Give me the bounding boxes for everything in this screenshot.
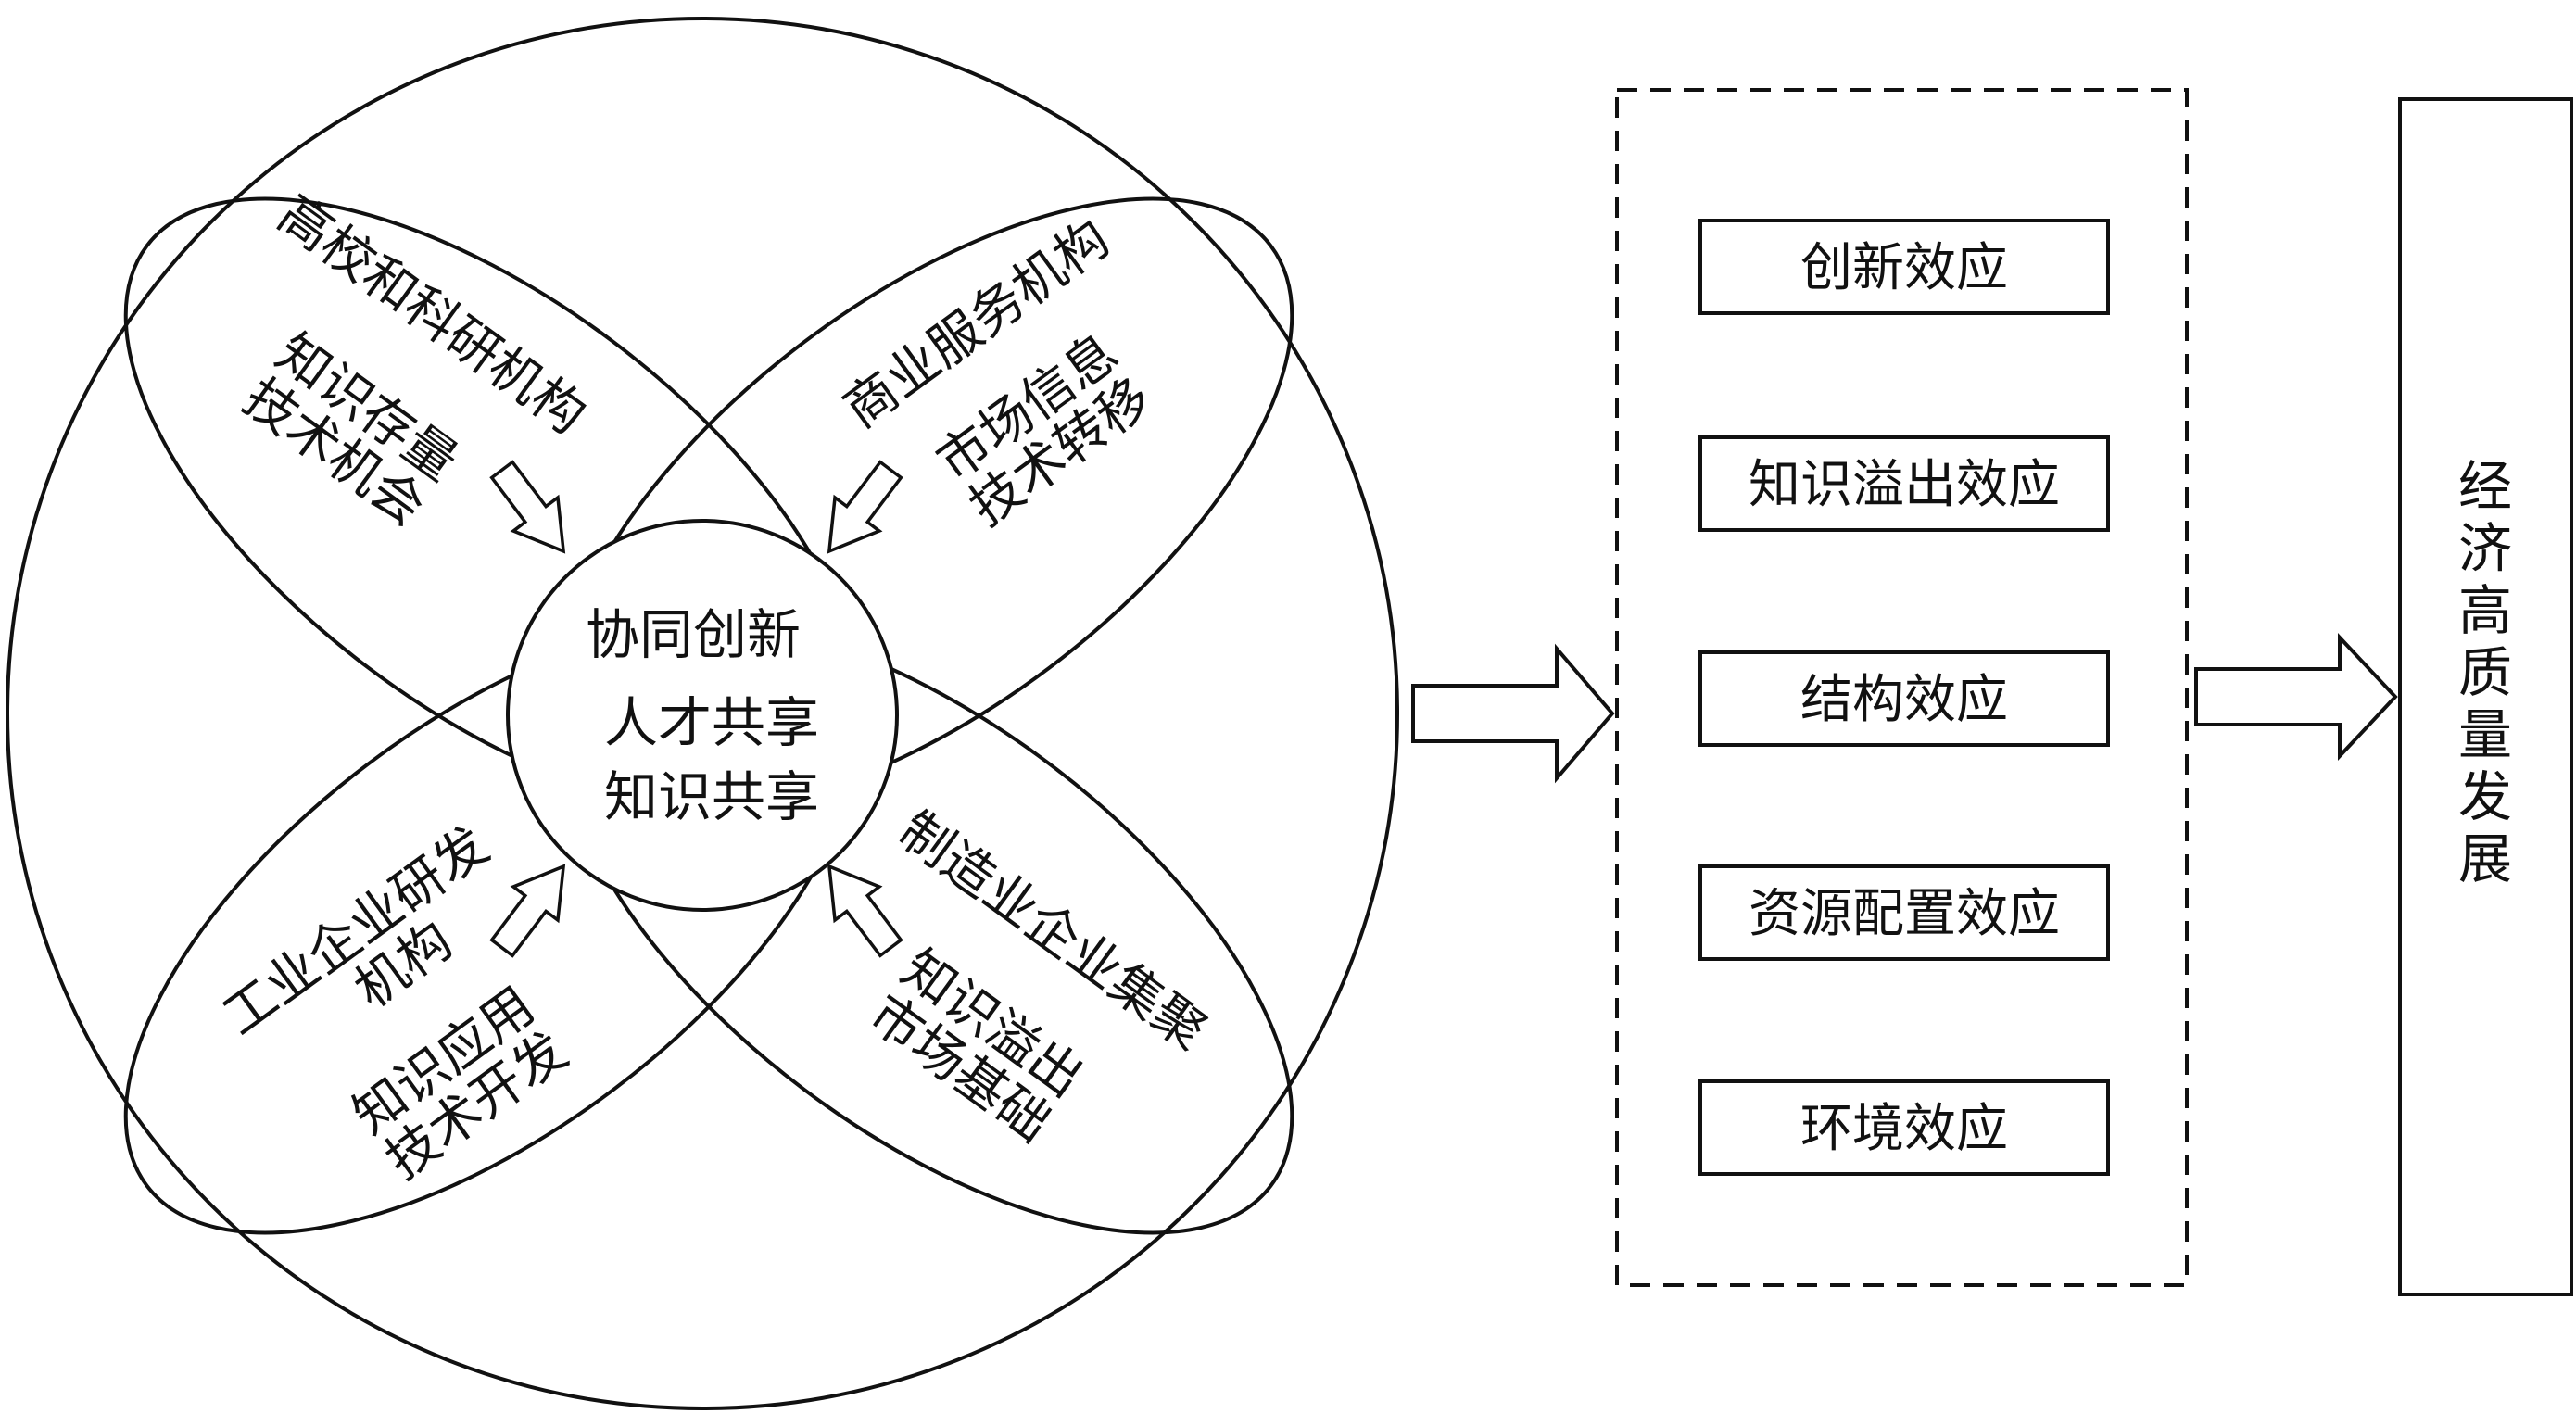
center-line-1: 协同创新 bbox=[586, 603, 801, 666]
outcome-char-7: 展 bbox=[2458, 827, 2512, 890]
petal-bottom-left-title-1: 工业企业研发 bbox=[212, 815, 499, 1047]
effect-label-2: 知识溢出效应 bbox=[1749, 455, 2060, 515]
outer-circle bbox=[6, 17, 1399, 1410]
center-line-3: 知识共享 bbox=[604, 765, 819, 828]
outcome-char-5: 量 bbox=[2458, 703, 2512, 766]
effect-box-5 bbox=[1698, 1079, 2110, 1176]
arrow-top-left-icon bbox=[489, 460, 566, 554]
effect-label-1: 创新效应 bbox=[1800, 238, 2008, 298]
outcome-box bbox=[2398, 97, 2573, 1296]
center-line-2: 人才共享 bbox=[604, 691, 819, 754]
effect-box-1 bbox=[1698, 219, 2110, 315]
outcome-char-1: 经 bbox=[2458, 455, 2512, 518]
arrow-to-outcome-icon bbox=[2194, 632, 2398, 762]
effect-box-2 bbox=[1698, 435, 2110, 532]
effect-label-4: 资源配置效应 bbox=[1749, 884, 2060, 944]
effects-container bbox=[1615, 88, 2189, 1287]
arrow-to-effects-icon bbox=[1411, 643, 1615, 784]
arrow-bottom-right-icon bbox=[827, 864, 903, 958]
outcome-char-3: 高 bbox=[2458, 579, 2512, 642]
arrow-top-right-icon bbox=[827, 460, 903, 554]
outcome-char-2: 济 bbox=[2458, 517, 2512, 580]
arrow-bottom-left-icon bbox=[489, 864, 566, 958]
effect-box-4 bbox=[1698, 864, 2110, 961]
effect-box-3 bbox=[1698, 650, 2110, 747]
outcome-char-6: 发 bbox=[2458, 765, 2512, 828]
outcome-char-4: 质 bbox=[2458, 641, 2512, 704]
center-circle bbox=[506, 519, 899, 912]
effect-label-3: 结构效应 bbox=[1800, 670, 2008, 730]
effect-label-5: 环境效应 bbox=[1800, 1099, 2008, 1159]
